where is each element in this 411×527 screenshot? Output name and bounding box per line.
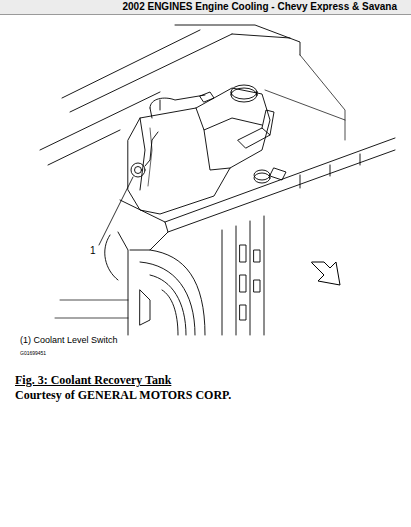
figure-caption: Fig. 3: Coolant Recovery Tank — [15, 373, 171, 388]
callout-number: 1 — [90, 245, 96, 256]
page-header: 2002 ENGINES Engine Cooling - Chevy Expr… — [122, 1, 397, 12]
credit-line: Courtesy of GENERAL MOTORS CORP. — [15, 388, 231, 403]
legend-label: (1) Coolant Level Switch — [20, 335, 118, 345]
figure-code: G01699451 — [20, 350, 46, 356]
